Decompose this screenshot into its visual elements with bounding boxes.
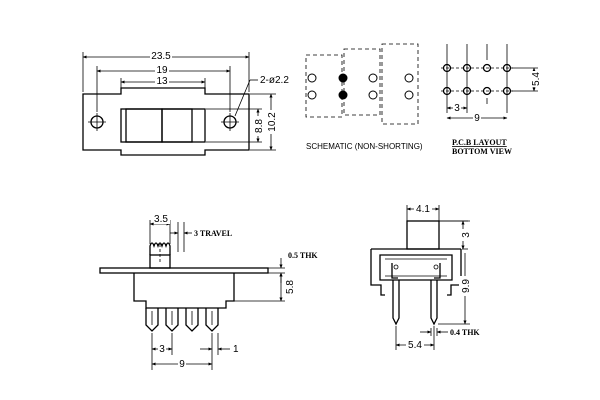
contact-open xyxy=(307,90,317,100)
body-outline xyxy=(133,273,235,309)
actuator xyxy=(406,220,440,250)
contact-spring xyxy=(391,263,398,279)
contact-open xyxy=(404,90,414,100)
side-dim-actuator-width: 4.1 xyxy=(416,204,430,215)
contact-open xyxy=(368,73,378,83)
pin-right xyxy=(430,280,438,326)
schematic-box-left xyxy=(305,54,343,118)
pcb-dim-row-spacing: 5.4 xyxy=(531,72,542,86)
front-dim-actuator: 3.5 xyxy=(154,214,168,225)
body-inner xyxy=(379,254,453,281)
dim-body-length: 13 xyxy=(156,76,168,87)
schematic-caption: SCHEMATIC (NON-SHORTING) xyxy=(306,142,423,151)
front-dim-pin-width: 1 xyxy=(233,344,239,355)
dim-hole-callout: 2-ø2.2 xyxy=(260,75,289,86)
front-view: 3.5 3 TRAVEL 0.5 THK 5.8 xyxy=(99,213,318,370)
pin xyxy=(145,308,159,332)
pin xyxy=(205,308,219,332)
dim-flange-height: 10.2 xyxy=(267,112,278,132)
dim-hole-spacing: 19 xyxy=(156,65,168,76)
pin xyxy=(185,308,199,332)
dim-overall-length: 23.5 xyxy=(151,51,171,62)
front-dim-pin-span: 9 xyxy=(179,359,185,370)
frame-right xyxy=(447,249,462,296)
front-dim-body-height: 5.8 xyxy=(285,280,296,294)
pcb-dim-pin-pitch: 3 xyxy=(454,103,460,114)
contact-spring xyxy=(434,263,441,279)
schematic-box-right xyxy=(381,43,419,125)
front-dim-frame-thk: 0.5 THK xyxy=(288,251,318,260)
front-dim-travel: 3 TRAVEL xyxy=(194,229,232,238)
frame-left xyxy=(370,249,385,296)
pin xyxy=(165,308,179,332)
side-dim-row-spacing: 5.4 xyxy=(408,340,422,351)
frame-plate xyxy=(99,267,269,274)
front-dim-pin-pitch: 3 xyxy=(159,344,165,355)
contact-open xyxy=(404,73,414,83)
actuator-slot xyxy=(161,108,193,143)
side-dim-pin-thk: 0.4 THK xyxy=(450,328,480,337)
side-view: 4.1 3 9.9 0.4 THK 5.4 xyxy=(370,203,480,351)
contact-open xyxy=(368,90,378,100)
actuator-knob xyxy=(125,108,163,143)
actuator-knob xyxy=(149,242,171,255)
contact-closed xyxy=(338,73,348,83)
pin-left xyxy=(392,280,400,326)
contact-closed xyxy=(338,90,348,100)
side-dim-actuator-height: 3 xyxy=(461,232,472,238)
top-view: 23.5 19 13 2-ø2.2 8.8 10.2 xyxy=(82,50,289,156)
side-dim-total-height: 9.9 xyxy=(461,279,472,293)
pins xyxy=(145,308,219,332)
pcb-layout: 5.4 3 9 P.C.B LAYOUT BOTTOM VIEW xyxy=(441,44,542,156)
schematic-diagram: SCHEMATIC (NON-SHORTING) xyxy=(305,43,423,151)
dim-body-height: 8.8 xyxy=(254,119,265,133)
pcb-caption-title: P.C.B LAYOUT xyxy=(452,138,507,147)
pcb-caption-subtitle: BOTTOM VIEW xyxy=(452,147,512,156)
contact-open xyxy=(307,73,317,83)
pcb-dim-pin-span: 9 xyxy=(474,113,480,124)
